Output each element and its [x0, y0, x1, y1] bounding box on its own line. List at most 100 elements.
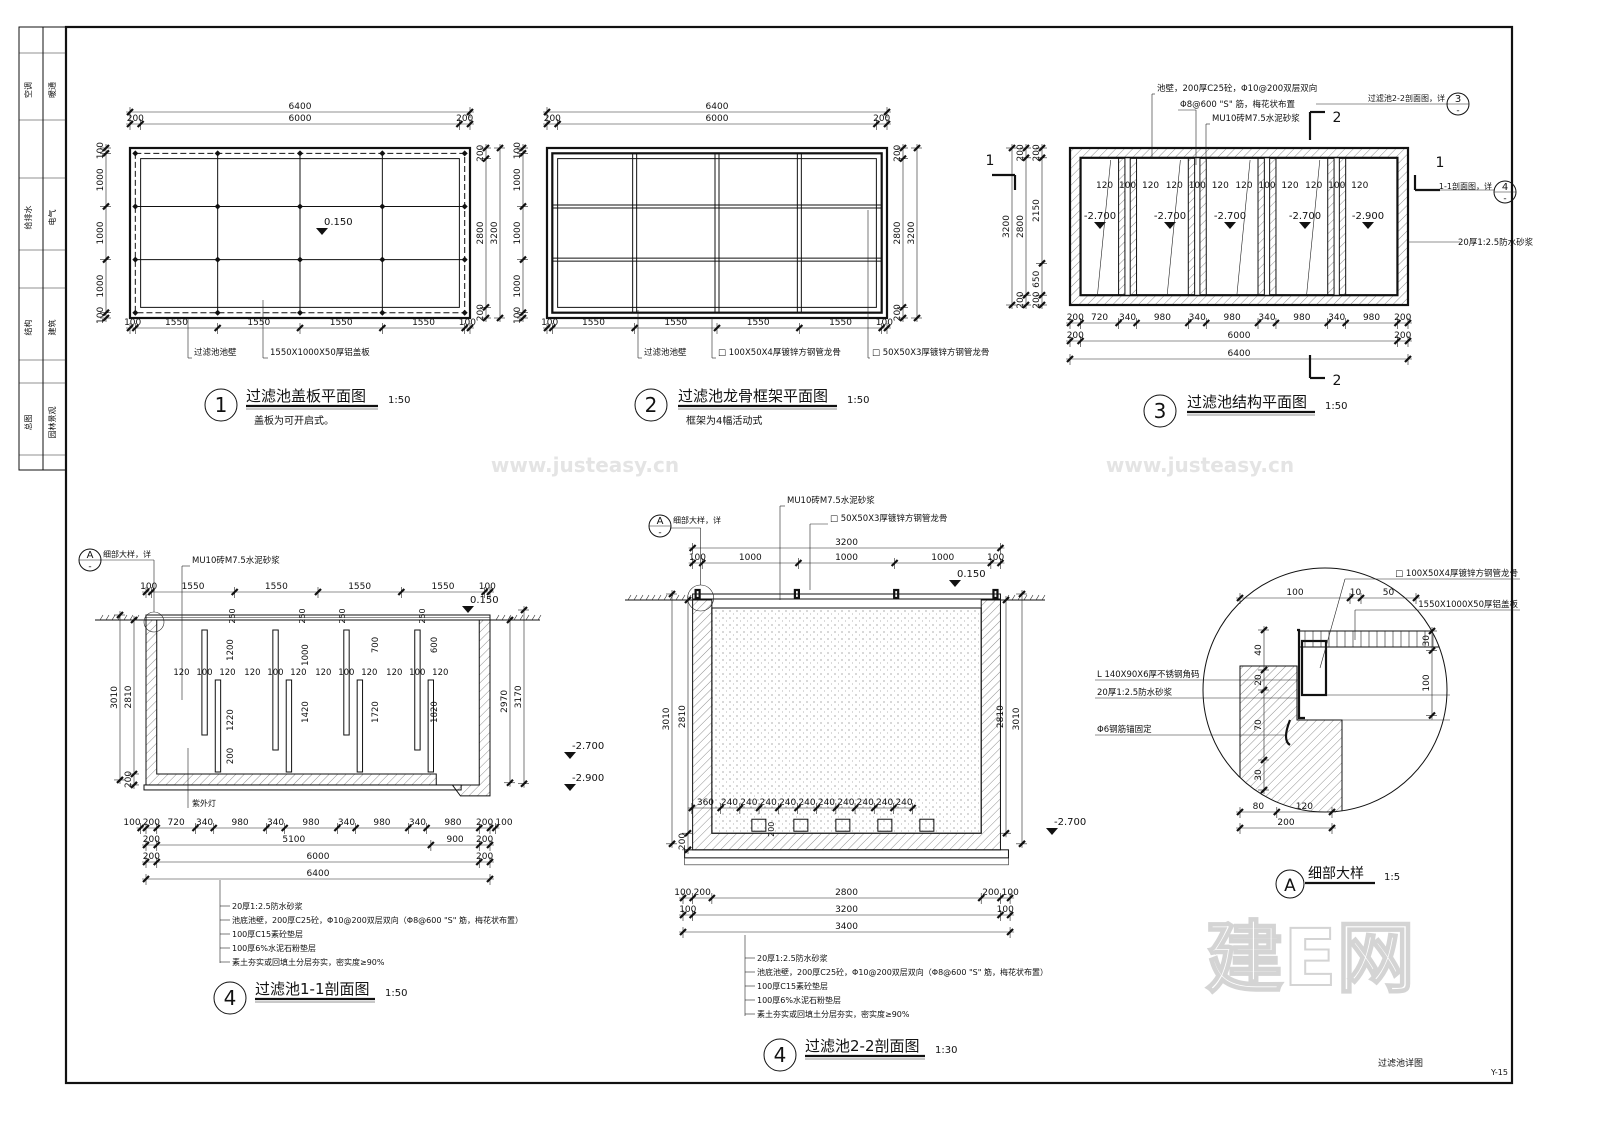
dimension-label: 6000	[706, 114, 729, 124]
line	[1273, 808, 1281, 816]
line	[1114, 319, 1123, 327]
line	[519, 614, 524, 621]
dimension-label: 100	[96, 306, 106, 323]
line	[1066, 355, 1074, 363]
dimension-label: 100	[140, 582, 157, 592]
line	[262, 824, 271, 832]
line	[135, 614, 140, 621]
outline	[1333, 157, 1340, 296]
dimension-label: 2810	[996, 705, 1006, 728]
line	[105, 614, 110, 621]
dimension-label: 1000	[739, 553, 762, 563]
dimension-label: 200	[476, 852, 493, 862]
drawing-number-circle	[204, 388, 238, 422]
drawing-scale: 1:50	[1325, 401, 1347, 412]
line	[1319, 578, 1346, 669]
line	[1038, 144, 1046, 152]
dimension-label: 50	[1383, 588, 1395, 598]
line	[1022, 144, 1030, 152]
line	[1029, 594, 1034, 601]
drawing-title: 细部大样	[1308, 866, 1364, 882]
line	[736, 804, 744, 812]
line	[495, 614, 500, 621]
line	[129, 614, 134, 621]
dimension-label: 2800	[476, 221, 486, 244]
level-label: 0.150	[957, 569, 986, 580]
line	[1076, 337, 1085, 345]
node-icon	[297, 256, 303, 263]
dimension-label: 1000	[96, 168, 106, 191]
node-icon	[461, 203, 468, 210]
dimension-label: 1550	[265, 582, 288, 592]
line	[1357, 594, 1365, 602]
callout-label: 池壁，200厚C25砼，Φ10@200双层双向	[1157, 83, 1317, 94]
line	[152, 841, 161, 849]
dimension-label: 6400	[289, 102, 312, 112]
outline	[835, 818, 851, 832]
line	[460, 324, 469, 332]
dimension-label: 100	[674, 888, 691, 898]
dimension-label: 120	[1296, 802, 1313, 812]
dimension-label: 3200	[907, 221, 917, 244]
dimension-label: 200	[873, 114, 890, 124]
dimension-label: 980	[231, 818, 248, 828]
callout-label: 1550X1000X50厚铝盖板	[270, 347, 370, 358]
line	[142, 824, 150, 832]
line	[136, 824, 145, 832]
anchor-rebar	[1284, 719, 1292, 746]
line	[519, 308, 527, 317]
line	[525, 614, 530, 621]
annotation-text: 250	[338, 608, 347, 623]
line	[883, 108, 891, 116]
callout-label: Φ8@600 "S" 筋，梅花状布置	[1180, 99, 1295, 110]
line	[883, 120, 891, 128]
line	[913, 314, 921, 322]
line	[553, 120, 562, 128]
line	[482, 303, 490, 312]
dimension-label: 240	[857, 798, 874, 808]
dimension-label: 3010	[110, 686, 120, 709]
node-icon	[214, 256, 221, 263]
dimension-label: 200	[1067, 331, 1084, 341]
dimension-label: 100	[1286, 588, 1303, 598]
line	[520, 779, 528, 788]
line	[102, 202, 110, 211]
dimension-label: 6400	[307, 869, 330, 879]
drawing-note: 框架为4幅活动式	[686, 414, 762, 427]
line	[280, 824, 289, 832]
discipline-label: 总图	[23, 415, 33, 431]
dimension-label: 980	[1363, 313, 1380, 323]
drawing-number-circle	[1143, 394, 1177, 428]
reference-text: 细部大样，详	[673, 515, 721, 525]
drawing-scale: 1:50	[847, 395, 869, 406]
line	[698, 559, 707, 567]
level-label: -2.700	[1214, 211, 1246, 222]
line	[531, 614, 536, 621]
dimension-label: 1550	[412, 318, 435, 328]
line	[1132, 319, 1141, 327]
line	[688, 894, 697, 902]
drawing-note: 盖板为可开启式。	[254, 414, 334, 427]
line	[486, 858, 494, 866]
dimension-label: 100	[997, 905, 1014, 915]
drawing-number-circle	[763, 1038, 797, 1072]
line	[537, 614, 542, 621]
line	[1404, 337, 1412, 345]
dimension-label: 2970	[500, 690, 510, 713]
reference-text: 1-1剖面图，详	[1439, 181, 1492, 191]
line	[812, 804, 821, 812]
annotation-text: 120	[1212, 181, 1229, 191]
section-mark: 2	[1333, 373, 1342, 389]
line	[475, 841, 484, 849]
annotation-text: 250	[228, 608, 237, 623]
line	[633, 594, 638, 601]
dimension-label: 720	[168, 818, 185, 828]
discipline-label: 建筑	[47, 320, 57, 336]
dimension-label: 1000	[931, 553, 954, 563]
line	[466, 108, 474, 116]
outline	[343, 629, 350, 736]
dimension-label: 1550	[664, 318, 687, 328]
dimension-label: 3200	[490, 221, 500, 244]
outline	[692, 593, 1001, 600]
reference-sheet: -	[88, 562, 91, 572]
